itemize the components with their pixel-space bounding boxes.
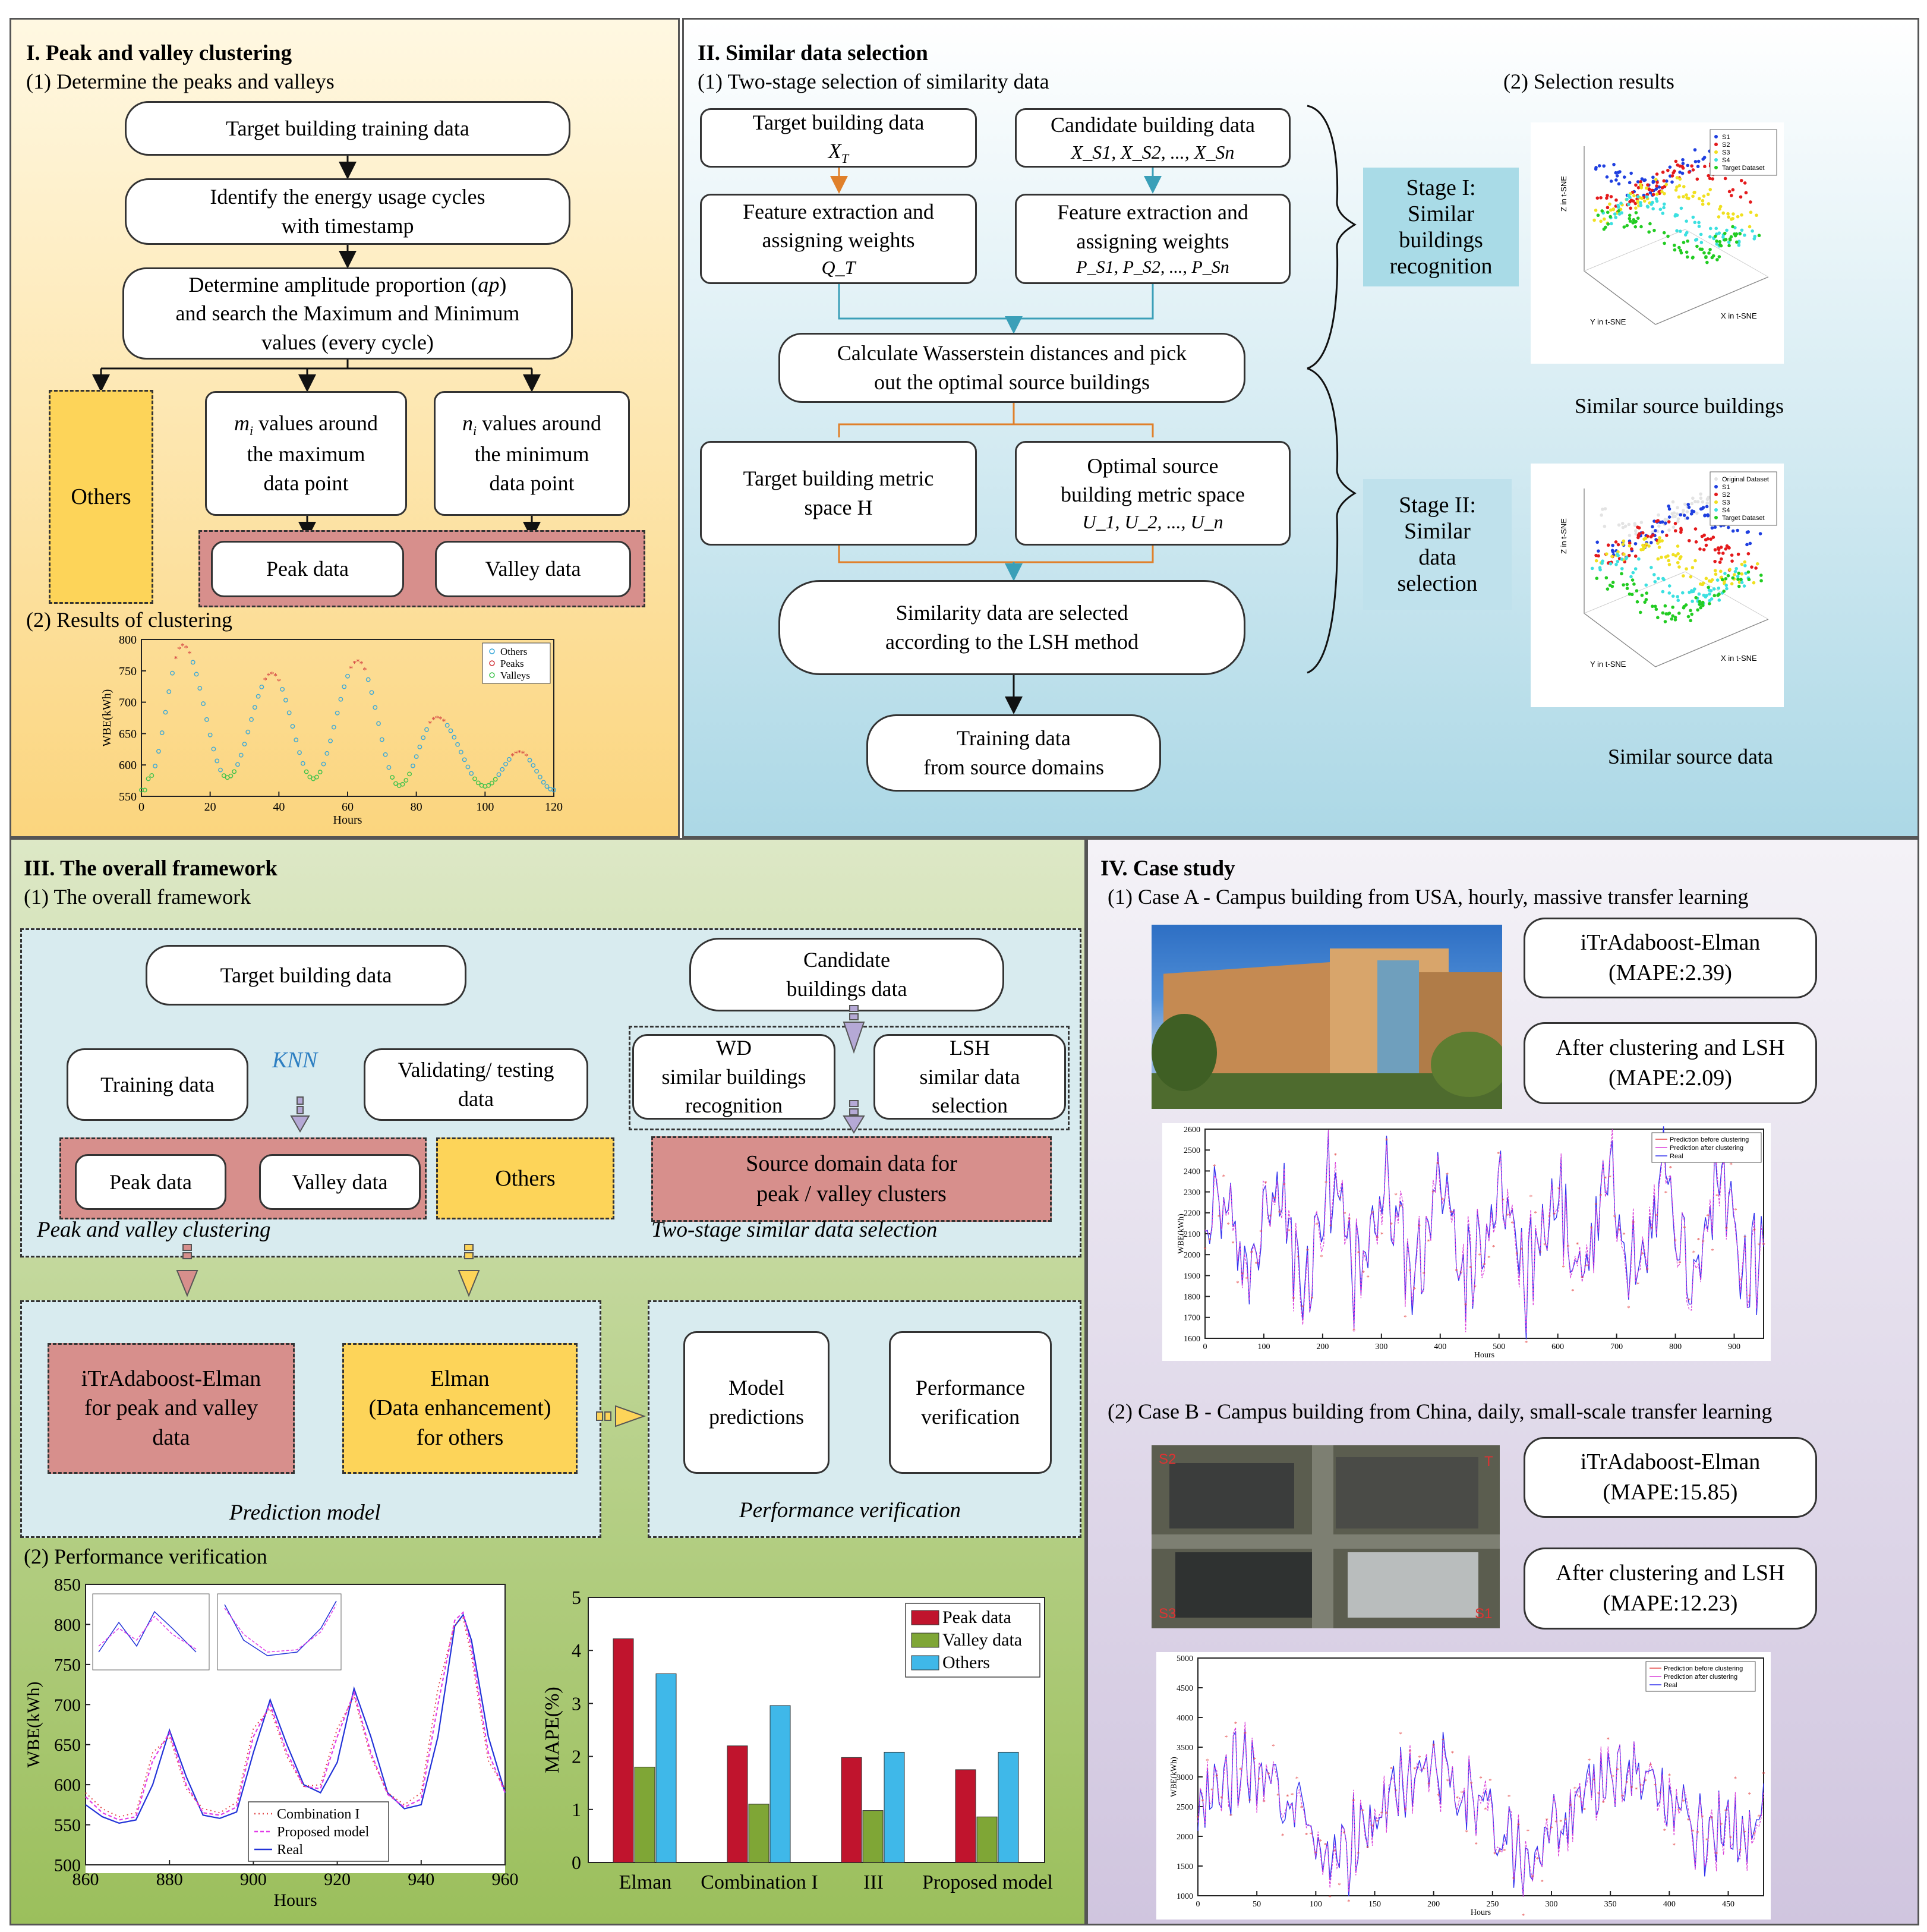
max-sub: i: [249, 423, 254, 439]
box-peak-data: Peak data: [211, 541, 404, 597]
case-b-aerial-photo: S2 T S3 S1: [1152, 1445, 1500, 1628]
case-a-building-photo: [1152, 925, 1502, 1109]
case-a-title: (1) Case A - Campus building from USA, h…: [1108, 885, 1749, 909]
caption-similar-source-buildings: Similar source buildings: [1575, 394, 1784, 418]
fw-model-predictions: Model predictions: [683, 1331, 830, 1474]
box-min-values: ni values around the minimum data point: [434, 391, 630, 516]
map-label-t: T: [1484, 1454, 1493, 1470]
panel-2-subtitle-1: (1) Two-stage selection of similarity da…: [698, 70, 1049, 93]
ap-text-a: Determine amplitude proportion (: [188, 272, 478, 297]
box-feature-extraction-target: Feature extraction and assigning weights…: [700, 194, 977, 284]
map-label-s2: S2: [1159, 1451, 1177, 1467]
fw-lsh-selection: LSH similar data selection: [873, 1034, 1066, 1120]
feat-left-text: Feature extraction and assigning weights: [743, 199, 934, 253]
fw-validating-testing-data: Validating/ testing data: [364, 1048, 588, 1121]
ap-italic: ap: [478, 272, 500, 297]
fw-others: Others: [436, 1137, 614, 1219]
knn-label: KNN: [272, 1048, 318, 1073]
min-var: n: [462, 411, 473, 436]
box-target-metric-space: Target building metric space H: [700, 441, 977, 546]
scatter-3d-data: [1531, 464, 1784, 707]
stage-2-label: Stage II: Similar data selection: [1363, 479, 1512, 610]
target-sub: T: [841, 151, 849, 166]
target-var: X: [828, 139, 841, 163]
panel-3-subtitle-2: (2) Performance verification: [24, 1545, 267, 1568]
panel-3-subtitle-1: (1) The overall framework: [24, 885, 251, 909]
box-lsh-selection: Similarity data are selected according t…: [778, 580, 1245, 675]
panel-1-subtitle-2: (2) Results of clustering: [26, 608, 232, 632]
min-sub: i: [472, 423, 477, 439]
metric-source-vars: U_1, U_2, ..., U_n: [1082, 511, 1223, 532]
min-text: values around the minimum data point: [474, 411, 602, 495]
map-label-s3: S3: [1159, 1606, 1177, 1622]
caption-similar-source-data: Similar source data: [1608, 745, 1773, 768]
case-a-clustering-result: After clustering and LSH (MAPE:2.09): [1524, 1022, 1817, 1104]
panel-2-subtitle-2: (2) Selection results: [1503, 70, 1674, 93]
feat-right-vars: P_S1, P_S2, ..., P_Sn: [1076, 257, 1229, 278]
feat-left-var: Q_T: [821, 257, 856, 278]
panel-1-title: I. Peak and valley clustering: [26, 41, 292, 65]
panel-1-subtitle-1: (1) Determine the peaks and valleys: [26, 70, 335, 93]
fw-itradaboost-elman: iTrAdaboost-Elman for peak and valley da…: [48, 1343, 295, 1474]
caption-prediction-model: Prediction model: [229, 1501, 381, 1525]
fw-target-building-data: Target building data: [146, 945, 466, 1006]
max-var: m: [234, 411, 250, 436]
feat-right-text: Feature extraction and assigning weights: [1057, 200, 1248, 253]
panel-4-title: IV. Case study: [1100, 856, 1235, 881]
box-candidate-building-data: Candidate building data X_S1, X_S2, ...,…: [1015, 108, 1291, 168]
case-a-itr-result: iTrAdaboost-Elman (MAPE:2.39): [1524, 918, 1817, 998]
box-wasserstein: Calculate Wasserstein distances and pick…: [778, 333, 1245, 403]
box-max-values: mi values around the maximum data point: [205, 391, 407, 516]
map-label-s1: S1: [1475, 1606, 1493, 1622]
stage-1-label: Stage I: Similar buildings recognition: [1363, 168, 1519, 286]
case-b-clustering-result: After clustering and LSH (MAPE:12.23): [1524, 1548, 1817, 1630]
fw-candidate-buildings-data: Candidate buildings data: [689, 938, 1004, 1011]
box-target-building-data: Target building data XT: [700, 108, 977, 168]
fw-peak-data: Peak data: [75, 1154, 226, 1210]
ap-text-b: ) and search the Maximum and Minimum val…: [175, 272, 520, 354]
fw-wd-recognition: WD similar buildings recognition: [632, 1034, 835, 1120]
caption-performance-verification: Performance verification: [739, 1498, 961, 1523]
box-training-source-domains: Training data from source domains: [866, 714, 1161, 792]
cand-vars: X_S1, X_S2, ..., X_Sn: [1071, 141, 1235, 163]
fw-performance-verification: Performance verification: [889, 1331, 1052, 1474]
scatter-3d-buildings: [1531, 122, 1784, 364]
box-valley-data: Valley data: [435, 541, 631, 597]
box-identify-cycles: Identify the energy usage cycles with ti…: [125, 178, 570, 245]
fw-elman-enhancement: Elman (Data enhancement) for others: [342, 1343, 578, 1474]
caption-two-stage-selection: Two-stage similar data selection: [651, 1218, 938, 1242]
panel-3-title: III. The overall framework: [24, 856, 277, 881]
case-b-itr-result: iTrAdaboost-Elman (MAPE:15.85): [1524, 1437, 1817, 1518]
panel-2-title: II. Similar data selection: [698, 41, 928, 65]
box-amplitude-proportion: Determine amplitude proportion (ap) and …: [122, 267, 573, 360]
target-data-text: Target building data: [752, 110, 925, 134]
metric-source-text: Optimal source building metric space: [1061, 453, 1245, 507]
fw-source-domain-data: Source domain data for peak / valley clu…: [651, 1136, 1052, 1222]
case-a-chart-area: [1162, 1123, 1771, 1361]
bar-chart-area: [588, 1597, 1045, 1862]
line-chart-area: [86, 1584, 505, 1873]
fw-valley-data: Valley data: [259, 1154, 421, 1210]
box-target-training-data: Target building training data: [125, 101, 570, 156]
cand-data-text: Candidate building data: [1051, 113, 1255, 137]
box-feature-extraction-candidate: Feature extraction and assigning weights…: [1015, 194, 1291, 284]
case-b-chart-area: [1156, 1652, 1771, 1920]
caption-peak-valley-clustering: Peak and valley clustering: [37, 1218, 271, 1242]
fw-training-data: Training data: [67, 1048, 248, 1121]
max-text: values around the maximum data point: [247, 411, 379, 495]
box-source-metric-space: Optimal source building metric space U_1…: [1015, 441, 1291, 546]
others-cluster-box: Others: [49, 390, 153, 604]
case-b-title: (2) Case B - Campus building from China,…: [1108, 1400, 1773, 1423]
